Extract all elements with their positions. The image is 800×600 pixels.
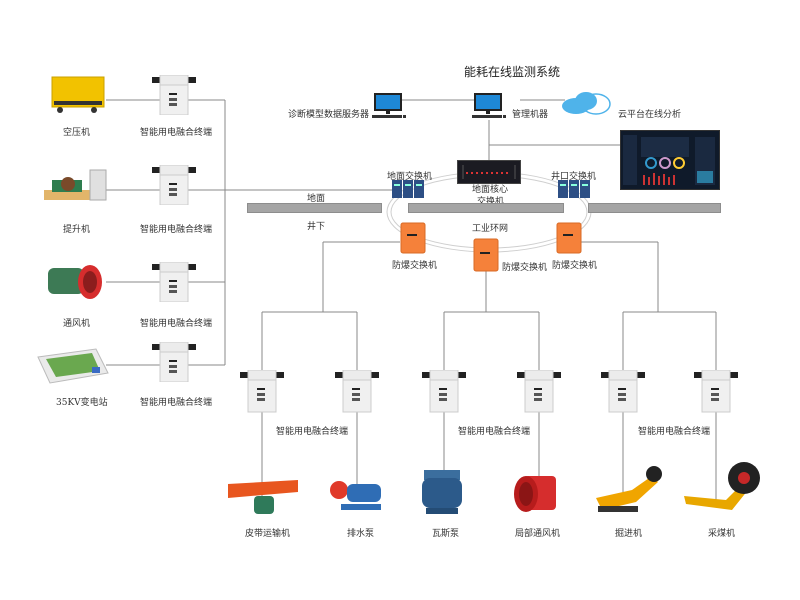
terminal-box-icon — [152, 341, 196, 383]
ex-switch-label-2: 防爆交换机 — [502, 263, 548, 273]
rack-switch-icon — [462, 165, 516, 179]
left-device-label-1: 空压机 — [63, 128, 91, 138]
server-pc[interactable] — [372, 92, 406, 126]
terminal-bottom-2[interactable] — [335, 369, 379, 418]
hoist-icon — [44, 169, 107, 201]
terminal-left-1[interactable] — [152, 74, 196, 119]
ground-divider-right — [588, 203, 721, 213]
bottom-device-label-5: 掘进机 — [615, 529, 643, 539]
belt-conveyor-icon — [228, 480, 298, 514]
ventilator-fan-icon — [48, 265, 102, 299]
ex-switch-icon — [556, 222, 582, 254]
ground-divider-middle — [408, 203, 564, 213]
terminal-box-icon — [152, 164, 196, 206]
ground-switch-label: 地面交换机 — [387, 172, 433, 182]
terminal-box-icon — [152, 74, 196, 116]
core-switch-label-1: 地面核心 — [472, 185, 509, 195]
terminal-group-label-3: 智能用电融合终端 — [638, 427, 711, 437]
explosion-proof-switch-2[interactable] — [473, 236, 499, 276]
terminal-left-3[interactable] — [152, 261, 196, 306]
left-device-label-2: 提升机 — [63, 225, 91, 235]
bottom-device-3[interactable] — [418, 468, 466, 520]
water-pump-icon — [330, 481, 381, 510]
bottom-device-label-6: 采煤机 — [708, 529, 736, 539]
bottom-device-label-2: 排水泵 — [347, 529, 375, 539]
terminal-left-label-2: 智能用电融合终端 — [140, 225, 213, 235]
terminal-left-label-4: 智能用电融合终端 — [140, 398, 213, 408]
roadheader-icon — [596, 466, 662, 512]
terminal-left-4[interactable] — [152, 341, 196, 386]
bottom-device-label-1: 皮带运输机 — [245, 529, 291, 539]
ex-switch-label-3: 防爆交换机 — [552, 261, 598, 271]
computer-icon — [472, 93, 506, 118]
local-fan-icon — [514, 476, 556, 512]
left-device-2[interactable] — [44, 168, 108, 210]
terminal-box-icon — [335, 369, 379, 413]
din-switch-icon — [558, 180, 590, 198]
core-switch[interactable] — [457, 160, 521, 184]
terminal-box-icon — [694, 369, 738, 413]
ground-divider-left — [247, 203, 382, 213]
left-device-3[interactable] — [46, 262, 104, 306]
core-switch-label-2: 交换机 — [477, 197, 505, 207]
underground-label: 井下 — [307, 222, 326, 232]
terminal-bottom-3[interactable] — [422, 369, 466, 418]
dashboard-screen-icon — [623, 135, 715, 185]
left-device-label-4: 35KV变电站 — [56, 398, 108, 408]
bottom-device-5[interactable] — [592, 462, 662, 520]
terminal-bottom-6[interactable] — [694, 369, 738, 418]
ground-switch[interactable] — [392, 180, 426, 204]
analytics-dashboard[interactable] — [620, 130, 720, 190]
ring-label: 工业环网 — [472, 224, 509, 234]
terminal-bottom-5[interactable] — [601, 369, 645, 418]
bottom-device-2[interactable] — [327, 478, 387, 518]
system-title: 能耗在线监测系统 — [464, 65, 561, 79]
left-device-label-3: 通风机 — [63, 319, 91, 329]
terminal-box-icon — [240, 369, 284, 413]
terminal-group-label-1: 智能用电融合终端 — [276, 427, 349, 437]
air-compressor-icon — [51, 76, 105, 113]
server-label: 诊断模型数据服务器 — [288, 110, 370, 120]
din-switch-icon — [392, 180, 424, 198]
bottom-device-label-3: 瓦斯泵 — [432, 529, 460, 539]
terminal-box-icon — [601, 369, 645, 413]
shearer-icon — [684, 462, 760, 510]
substation-icon — [37, 348, 109, 384]
bottom-device-1[interactable] — [228, 478, 300, 522]
terminal-bottom-4[interactable] — [517, 369, 561, 418]
bottom-device-6[interactable] — [680, 460, 766, 522]
shaft-switch[interactable] — [558, 180, 592, 204]
manager-pc[interactable] — [472, 92, 506, 126]
terminal-box-icon — [517, 369, 561, 413]
surface-label: 地面 — [307, 194, 326, 204]
bottom-device-label-4: 局部通风机 — [515, 529, 561, 539]
terminal-box-icon — [152, 261, 196, 303]
ex-switch-icon — [400, 222, 426, 254]
ex-switch-label-1: 防爆交换机 — [392, 261, 438, 271]
computer-icon — [372, 93, 406, 118]
cloud-icon — [562, 92, 611, 115]
terminal-left-2[interactable] — [152, 164, 196, 209]
terminal-bottom-1[interactable] — [240, 369, 284, 418]
explosion-proof-switch-1[interactable] — [400, 220, 426, 258]
explosion-proof-switch-3[interactable] — [556, 220, 582, 258]
terminal-left-label-3: 智能用电融合终端 — [140, 319, 213, 329]
bottom-device-4[interactable] — [512, 472, 560, 520]
terminal-group-label-2: 智能用电融合终端 — [458, 427, 531, 437]
shaft-switch-label: 井口交换机 — [551, 172, 597, 182]
cloud-platform[interactable] — [560, 90, 612, 120]
ex-switch-icon — [473, 238, 499, 272]
terminal-left-label-1: 智能用电融合终端 — [140, 128, 213, 138]
terminal-box-icon — [422, 369, 466, 413]
left-device-4[interactable] — [36, 345, 110, 389]
left-device-1[interactable] — [50, 75, 106, 119]
gas-pump-icon — [422, 470, 462, 514]
manager-label: 管理机器 — [512, 110, 549, 120]
cloud-label: 云平台在线分析 — [618, 110, 682, 120]
